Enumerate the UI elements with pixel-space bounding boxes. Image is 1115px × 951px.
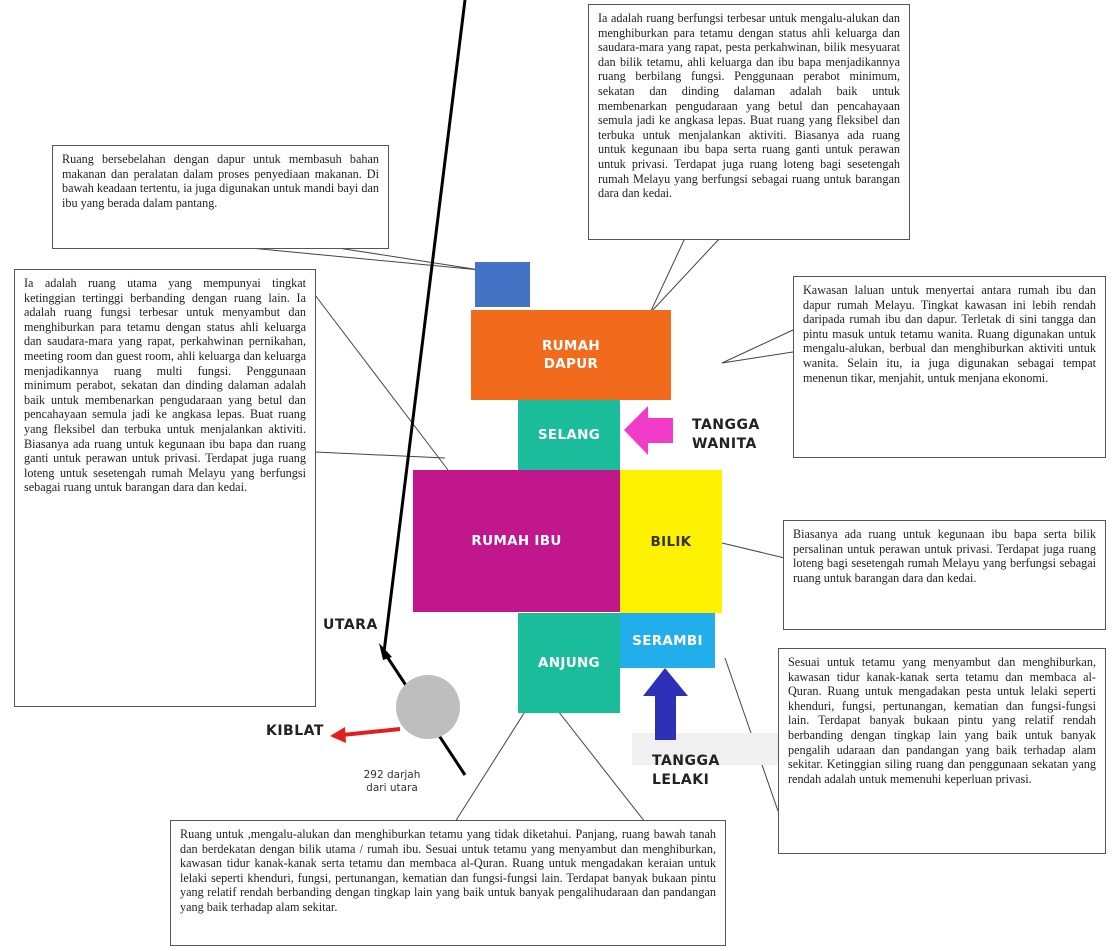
pointer-right-selang	[721, 329, 794, 364]
kiblat-label: KIBLAT	[266, 723, 324, 739]
utara-arrowhead	[379, 643, 392, 660]
room-serambi: SERAMBI	[620, 613, 715, 668]
tangga-wanita-arrow	[624, 406, 673, 455]
callout-right-serambi: Sesuai untuk tetamu yang menyambut dan m…	[778, 648, 1106, 854]
room-rumah-dapur: RUMAH DAPUR	[471, 310, 671, 400]
utara-pointer	[382, 0, 467, 653]
room-selang: SELANG	[518, 400, 620, 470]
callout-right-selang: Kawasan laluan untuk menyertai antara ru…	[793, 276, 1106, 458]
tangga-lelaki-arrow	[643, 668, 688, 740]
compass-circle	[396, 675, 460, 739]
pointer-right-bilik	[721, 542, 794, 561]
callout-left: Ia adalah ruang utama yang mempunyai tin…	[14, 269, 316, 707]
pointer-left-2	[314, 451, 446, 459]
callout-bottom: Ruang untuk ,mengalu-alukan dan menghibu…	[170, 820, 726, 946]
kiblat-arrowhead	[330, 727, 346, 743]
kiblat-arrow-shaft	[341, 727, 401, 737]
room-bilik: BILIK	[620, 470, 722, 613]
tangga-wanita-label: TANGGA WANITA	[692, 417, 760, 452]
callout-top-left: Ruang bersebelahan dengan dapur untuk me…	[52, 145, 389, 249]
callout-right-bilik: Biasanya ada ruang untuk kegunaan ibu ba…	[783, 520, 1106, 630]
callout-top-right: Ia adalah ruang berfungsi terbesar untuk…	[588, 4, 910, 240]
room-rumah-ibu: RUMAH IBU	[413, 470, 620, 612]
utara-label: UTARA	[323, 617, 378, 633]
room-anjung: ANJUNG	[518, 613, 620, 713]
tangga-lelaki-label: TANGGA LELAKI	[652, 753, 720, 788]
darjah-note: 292 darjah dari utara	[363, 769, 421, 794]
pointer-left-1	[314, 294, 449, 471]
washing-area-block	[475, 262, 530, 307]
